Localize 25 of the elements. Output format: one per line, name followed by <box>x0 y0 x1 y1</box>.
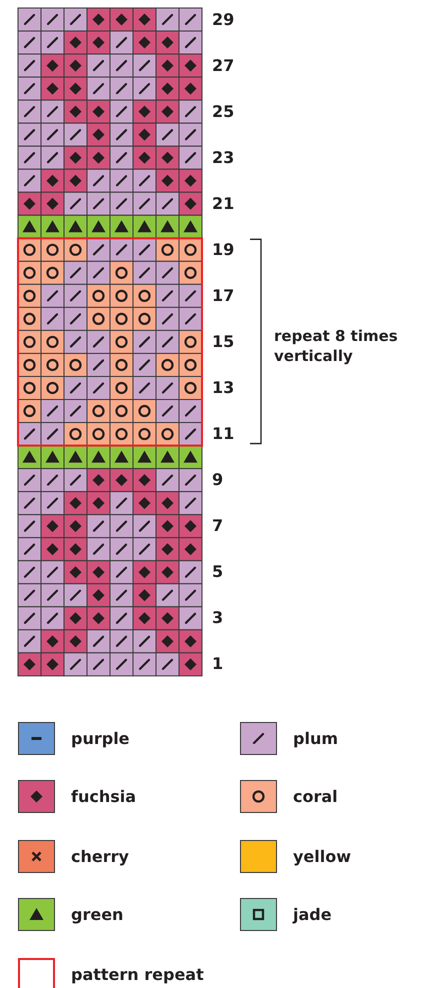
legend-label: plum <box>293 729 338 748</box>
row-number: 19 <box>212 240 234 259</box>
legend-label: yellow <box>293 847 352 866</box>
row-number: 3 <box>212 608 224 628</box>
row-number: 1 <box>212 654 224 674</box>
legend-label: purple <box>71 729 130 748</box>
row-number: 7 <box>212 516 224 536</box>
row-number: 15 <box>212 332 234 351</box>
legend-label: coral <box>293 787 338 806</box>
row-number: 17 <box>212 286 234 305</box>
row-number: 27 <box>212 56 234 75</box>
row-number: 11 <box>212 424 234 444</box>
row-number: 5 <box>212 562 224 582</box>
row-number: 29 <box>212 10 234 28</box>
row-number: 13 <box>212 378 234 397</box>
legend-label: jade <box>293 905 332 924</box>
row-number: 23 <box>212 148 234 167</box>
repeat-note: repeat 8 times vertically <box>274 326 399 366</box>
legend-label: fuchsia <box>71 787 136 806</box>
row-number: 9 <box>212 470 224 490</box>
legend-label: cherry <box>71 847 129 866</box>
row-number: 25 <box>212 102 234 121</box>
legend-label: green <box>71 905 124 924</box>
row-number: 21 <box>212 194 234 213</box>
legend-label: pattern repeat <box>71 965 204 984</box>
